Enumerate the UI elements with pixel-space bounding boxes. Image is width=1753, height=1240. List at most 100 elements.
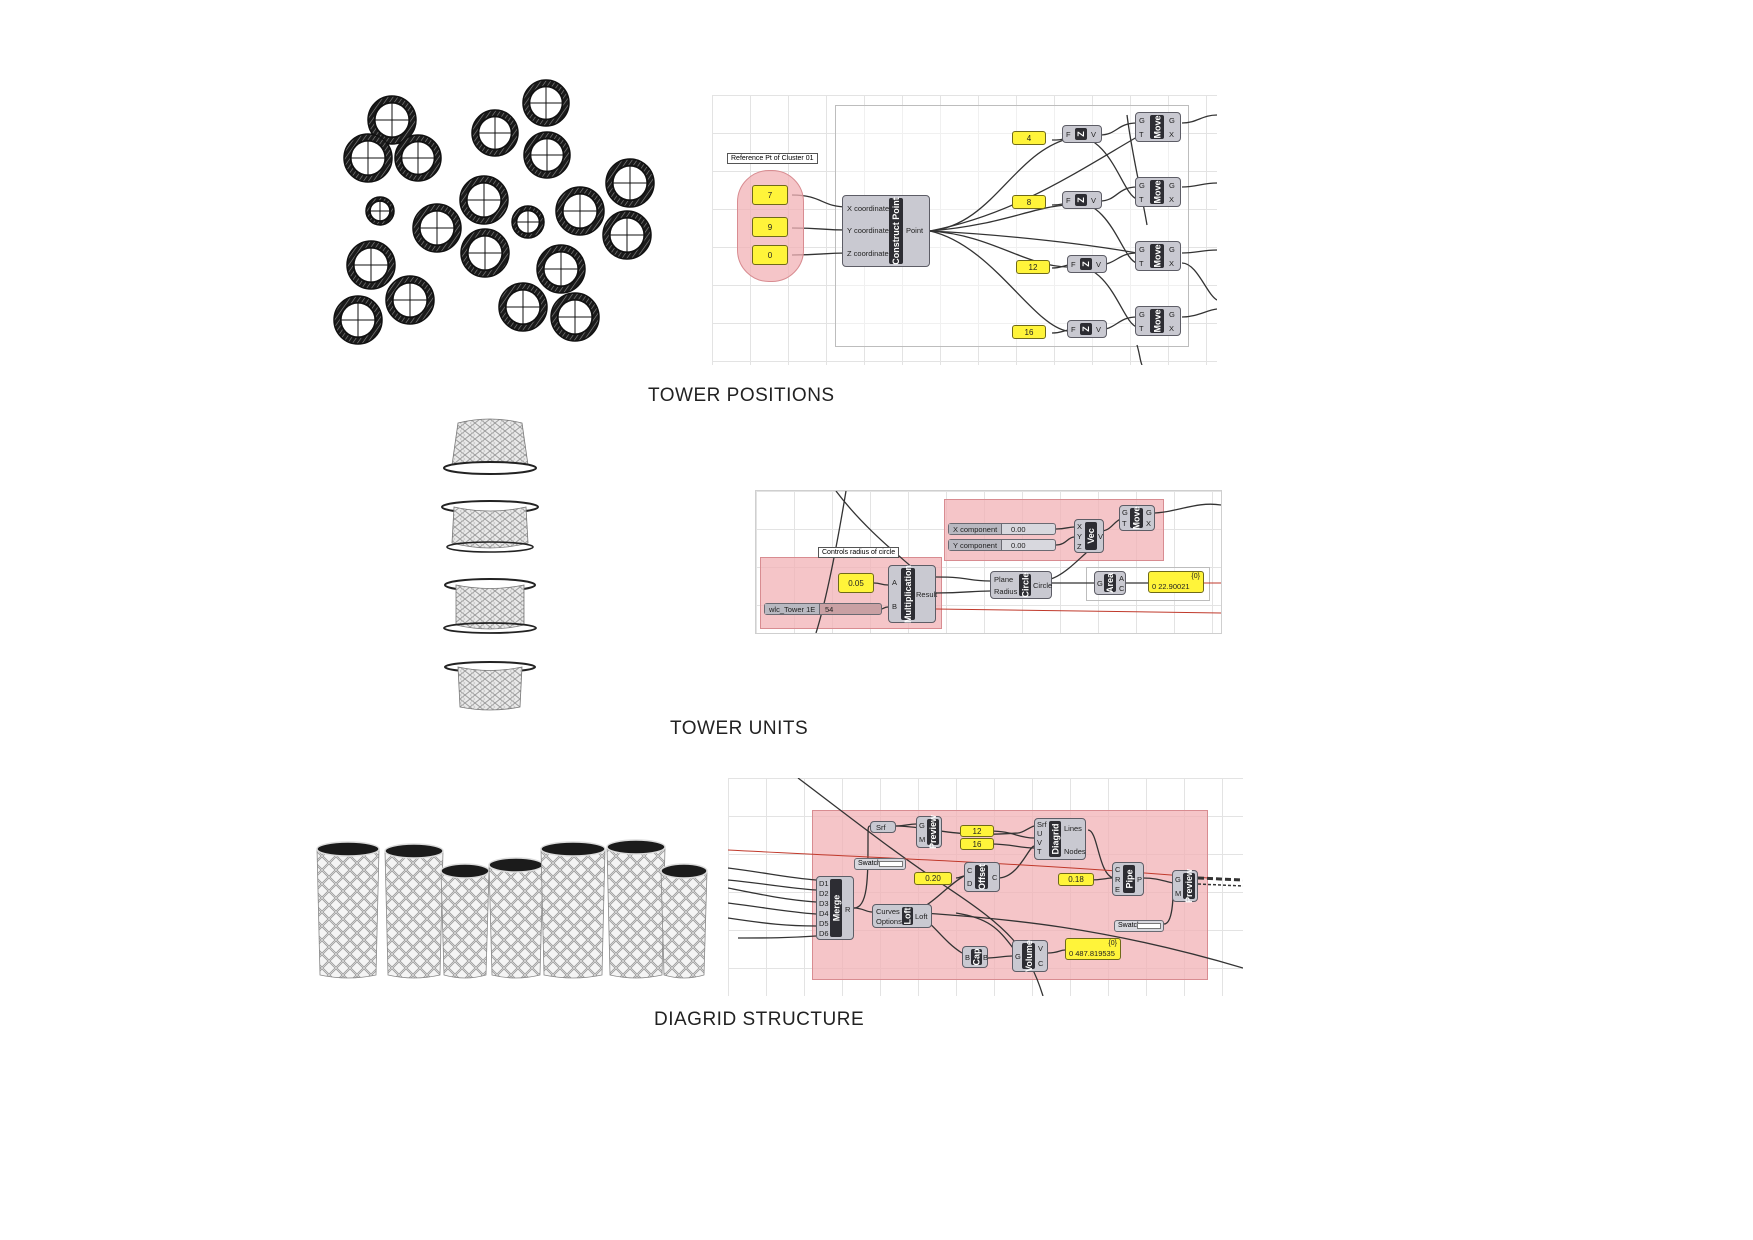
z-title: Z [1081,326,1091,332]
cap-pin-b-out: B [983,953,989,962]
move-pin-g: G [1139,245,1145,254]
height-panel-16[interactable]: 16 [1012,325,1046,339]
u-count-panel[interactable]: 12 [960,825,994,837]
diagrid-component[interactable]: Srf U V T Diagrid Lines Nodes [1034,818,1086,860]
preview-pin-g: G [1175,875,1181,884]
multiplication-component[interactable]: A B Multiplication Result [888,565,937,623]
move-pin-t: T [1139,259,1144,268]
move-pin-t: T [1139,130,1144,139]
preview-title: Preview [1184,868,1194,904]
offset-pin-out: C [992,873,998,882]
pipe-radius-panel[interactable]: 0.18 [1058,873,1094,886]
area-output-panel[interactable]: {0} 0 22.90021 [1148,571,1204,593]
diagrid-graph-canvas[interactable]: D1 D2 D3 D4 D5 D6 Merge R Srf G M Previe… [728,778,1243,996]
cap-holes-component[interactable]: B Cap B [962,946,988,968]
offset-pin-c: C [967,866,973,875]
diagrid-tower [384,843,444,979]
preview-pin-m: M [1175,889,1182,898]
tower-plan-circle [555,186,605,236]
x-component-slider[interactable]: X component 0.00 [948,523,1056,535]
preview-component-2[interactable]: G M Preview [1172,868,1198,904]
preview-pin-m: M [919,835,926,844]
area-output-header: {0} [1191,573,1200,580]
move-pin-g: G [1139,181,1145,190]
z-vector-4[interactable]: F Z V [1067,320,1107,338]
loft-pin-curves: Curves [876,907,900,916]
diagrid-pin-u: U [1037,829,1043,838]
preview-component-1[interactable]: G M Preview [916,815,942,849]
tower-plan-circle [550,292,600,342]
tower-plan-circle [602,210,652,260]
move-component-2[interactable]: G T Move G X [1135,177,1181,207]
y-input-panel[interactable]: 9 [752,217,788,237]
merge-component[interactable]: D1 D2 D3 D4 D5 D6 Merge R [816,876,854,940]
units-graph-canvas[interactable]: X component 0.00 Y component 0.00 X Y Z … [755,490,1222,634]
y-component-value: 0.00 [1011,540,1026,550]
tower-units-drawing [441,418,539,711]
diagrid-tower [440,863,490,979]
move-component-1[interactable]: G T Move G X [1135,112,1181,142]
caption-diagrid-structure: DIAGRID STRUCTURE [654,1009,865,1030]
radius-note: Controls radius of circle [818,547,900,558]
loft-component[interactable]: Curves Options Loft Loft [872,904,932,928]
merge-pin-d3: D3 [819,899,829,908]
move-pin-g: G [1139,310,1145,319]
z-pin-f: F [1066,196,1071,205]
circle-pin-plane: Plane [994,575,1014,584]
vec-pin-z: Z [1077,542,1082,551]
tower-plan-circle [511,205,545,239]
y-component-slider[interactable]: Y component 0.00 [948,539,1056,551]
move-pin-x-out: X [1146,519,1152,528]
offset-component[interactable]: C D Offset C [964,862,1000,892]
tower-plan-circle [385,275,435,325]
tower-plan-circle [460,228,510,278]
z-vector-2[interactable]: F Z V [1062,191,1102,209]
tower-plan-circle [346,240,396,290]
z-vector-3[interactable]: F Z V [1067,255,1107,273]
surface-parameter[interactable]: Srf [870,821,896,833]
circle-component[interactable]: Plane Radius Circle Circle [990,571,1052,599]
vec-pin-v: V [1098,532,1104,541]
merge-pin-r: R [845,905,851,914]
v-count-panel[interactable]: 16 [960,838,994,850]
caption-tower-positions: TOWER POSITIONS [648,385,835,406]
height-panel-12[interactable]: 12 [1016,260,1050,274]
z-input-panel[interactable]: 0 [752,245,788,265]
z-vector-1[interactable]: F Z V [1062,125,1102,143]
swatch-1[interactable]: Swatch [854,858,906,870]
move-pin-x-out: X [1169,130,1175,139]
tower-plan-drawing [333,79,655,345]
x-input-panel[interactable]: 7 [752,185,788,205]
merge-pin-d4: D4 [819,909,829,918]
area-component[interactable]: G Area A C [1094,571,1126,595]
pipe-component[interactable]: C R E Pipe P [1112,862,1144,896]
z-title: Z [1081,261,1091,267]
move-title: Move [1152,309,1163,333]
move-component-4[interactable]: G T Move G X [1135,306,1181,336]
move-component[interactable]: G T Move G X [1119,505,1155,531]
volume-component[interactable]: G Volume V C [1012,940,1048,972]
construct-point-component[interactable]: X coordinate Y coordinate Z coordinate C… [842,195,930,267]
tower-radius-slider[interactable]: wlc_Tower 1E 54 [764,603,882,615]
move-pin-g-out: G [1169,245,1175,254]
diagrid-pin-nodes: Nodes [1064,847,1086,856]
pin-y-coordinate: Y coordinate [847,226,889,235]
move-pin-g-out: G [1146,508,1152,517]
srf-title: Srf [876,823,886,832]
move-component-3[interactable]: G T Move G X [1135,241,1181,271]
height-panel-8[interactable]: 8 [1012,195,1046,209]
factor-panel[interactable]: 0.05 [838,573,874,593]
move-pin-g: G [1139,116,1145,125]
tower-plan-circle [343,133,393,183]
x-component-value: 0.00 [1011,524,1026,534]
height-panel-4[interactable]: 4 [1012,131,1046,145]
move-pin-t: T [1122,519,1127,528]
tower-plan-circle [459,175,509,225]
volume-output-panel[interactable]: {0} 0 487.819535 [1065,938,1121,960]
merge-pin-d2: D2 [819,889,829,898]
diagrid-title: Diagrid [1050,823,1061,855]
offset-distance-panel[interactable]: 0.20 [914,872,952,885]
positions-graph-canvas[interactable]: Reference Pt of Cluster 01 7 9 0 X coord… [712,95,1217,365]
swatch-2[interactable]: Swatch [1114,920,1164,932]
vector-component[interactable]: X Y Z Vec V [1074,519,1104,553]
